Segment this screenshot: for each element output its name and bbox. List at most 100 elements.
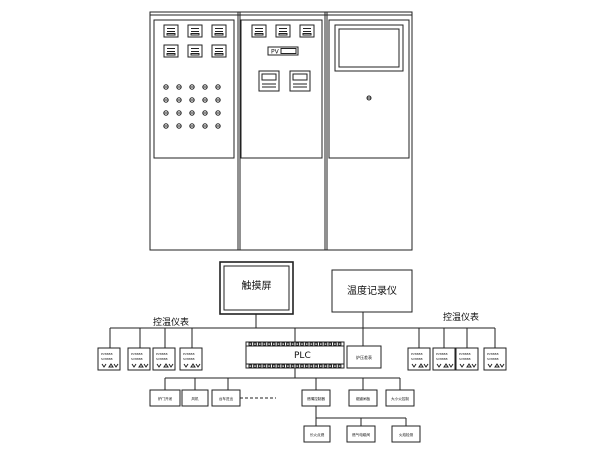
indicator-lamp [189, 123, 195, 129]
flame-control-label: 大小火控制 [391, 396, 409, 401]
controller-pv-readout: PV8888 [156, 352, 168, 356]
hmi-screen [338, 28, 400, 68]
cabinet-frame [149, 11, 413, 251]
panel-meter [163, 44, 179, 58]
indicator-lamp [163, 110, 169, 116]
right-controllers-label: 控温仪表 [443, 311, 479, 323]
controller-sv-readout: SV8888 [101, 357, 113, 361]
hmi-bezel [334, 24, 404, 72]
right-controller-group: PV8888SV8888PV8888SV8888PV8888SV8888PV88… [407, 347, 507, 371]
left-controllers-label: 控温仪表 [153, 316, 189, 328]
indicator-lamp [163, 97, 169, 103]
controller-pv-readout: PV8888 [183, 352, 195, 356]
gas-solenoid-label: 燃气电磁阀 [352, 432, 370, 437]
burner-control-box: 燃嘴控制器 [301, 389, 331, 407]
panel-meter [299, 24, 315, 38]
plc-unit: PLC [245, 341, 345, 369]
panel-meter [163, 24, 179, 38]
indicator-lamp [176, 110, 182, 116]
controller-sv-readout: SV8888 [436, 357, 448, 361]
middle-door-panel [240, 19, 323, 159]
controller-sv-readout: SV8888 [487, 357, 499, 361]
panel-meter [275, 24, 291, 38]
indicator-lamp [189, 97, 195, 103]
controller-sv-readout: SV8888 [411, 357, 423, 361]
burner-control-label: 燃嘴控制器 [307, 396, 325, 401]
flue-valve-box: 烟道闸板 [348, 389, 378, 407]
controller-pv-readout: PV8888 [131, 352, 143, 356]
left-controller-group: PV8888SV8888PV8888SV8888PV8888SV8888PV88… [97, 347, 203, 371]
indicator-lamp [163, 84, 169, 90]
car-in-out-label: 台车进出 [219, 396, 234, 401]
gas-solenoid-box: 燃气电磁阀 [346, 425, 376, 443]
controller-pv-readout: PV8888 [436, 352, 448, 356]
touch-screen-box: 触摸屏 [219, 261, 294, 315]
indicator-lamp [202, 84, 208, 90]
door-switch-box: 炉门开闭 [149, 389, 181, 407]
controller-sv-readout: SV8888 [459, 357, 471, 361]
indicator-lamp [215, 123, 221, 129]
controller-sv-readout: SV8888 [156, 357, 168, 361]
panel-pv-label: PV [271, 49, 280, 56]
controller-pv-readout: PV8888 [101, 352, 113, 356]
plc-terminals [248, 342, 342, 368]
middle-panel-meters [251, 24, 315, 38]
left-panel-meters [163, 24, 227, 58]
fan-label: 风机 [191, 396, 199, 401]
temp-recorder-box: 温度记录仪 [331, 269, 413, 313]
indicator-lamp [202, 97, 208, 103]
right-panel-lamp [366, 95, 372, 101]
panel-meter [211, 44, 227, 58]
left-panel-indicator-lamps [163, 84, 221, 129]
fan-box: 风机 [181, 389, 209, 407]
plc-label: PLC [294, 351, 311, 361]
flame-detect-box: 火焰检测 [391, 425, 421, 443]
controller-sv-readout: SV8888 [131, 357, 143, 361]
indicator-lamp [176, 84, 182, 90]
controller-pv-readout: PV8888 [487, 352, 499, 356]
panel-meter [211, 24, 227, 38]
indicator-lamp [189, 84, 195, 90]
controller-pv-readout: PV8888 [411, 352, 423, 356]
indicator-lamp [176, 123, 182, 129]
control-cabinet: PV [149, 11, 413, 251]
flame-detect-label: 火焰检测 [399, 432, 414, 437]
panel-meter [251, 24, 267, 38]
indicator-lamp [176, 97, 182, 103]
left-door-panel [153, 19, 235, 159]
indicator-lamp [215, 84, 221, 90]
right-door-panel [328, 19, 410, 159]
panel-recorders [258, 70, 311, 92]
controller-pv-readout: PV8888 [459, 352, 471, 356]
panel-pv-display: PV [267, 46, 299, 56]
indicator-lamp [202, 110, 208, 116]
car-in-out-box: 台车进出 [211, 389, 241, 407]
flame-control-box: 大小火控制 [385, 389, 415, 407]
indicator-lamp [163, 123, 169, 129]
controller-sv-readout: SV8888 [183, 357, 195, 361]
flue-valve-label: 烟道闸板 [356, 396, 371, 401]
panel-meter [187, 24, 203, 38]
indicator-lamp [215, 97, 221, 103]
door-switch-label: 炉门开闭 [158, 396, 173, 401]
ignition-label: 长火点燃 [310, 432, 325, 437]
pressure-gauge-label: 炉压差表 [356, 354, 372, 360]
pressure-gauge-box: 炉压差表 [346, 345, 382, 369]
indicator-lamp [189, 110, 195, 116]
connection-lines [109, 312, 496, 426]
touch-screen-label: 触摸屏 [242, 279, 272, 292]
ignition-box: 长火点燃 [303, 425, 331, 443]
panel-meter [187, 44, 203, 58]
temp-recorder-label: 温度记录仪 [347, 284, 397, 297]
indicator-lamp [202, 123, 208, 129]
indicator-lamp [215, 110, 221, 116]
